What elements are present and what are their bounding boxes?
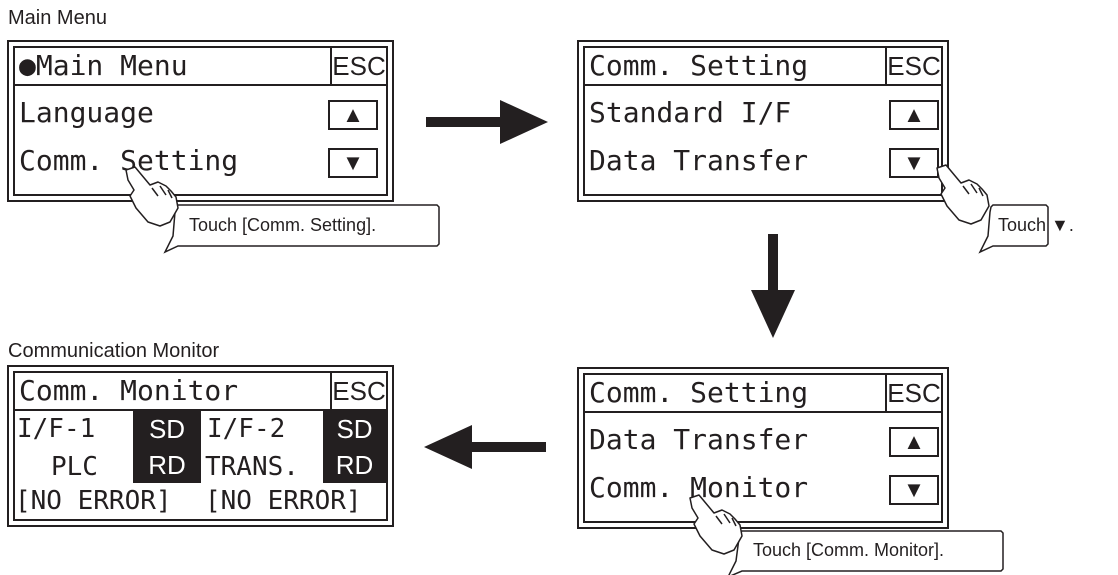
- scroll-down-button[interactable]: ▼: [889, 148, 939, 178]
- screen-title: Comm. Setting: [589, 49, 809, 82]
- screen-comm-setting-1-frame: Comm. Setting ESC Standard I/F Data Tran…: [583, 46, 943, 196]
- caption-main-menu: Main Menu: [8, 7, 107, 29]
- scroll-up-button[interactable]: ▲: [889, 100, 939, 130]
- caption-communication-monitor: Communication Monitor: [8, 340, 220, 362]
- pointing-hand-icon: [689, 494, 743, 555]
- esc-button[interactable]: ESC: [330, 48, 386, 86]
- title-bar: Comm. Setting ESC: [585, 375, 941, 413]
- screen-title: Comm. Monitor: [19, 374, 239, 407]
- if1-label: I/F-1: [17, 414, 96, 444]
- esc-button[interactable]: ESC: [330, 373, 386, 411]
- callout-balloon-2: [978, 204, 1049, 254]
- if2-sd-indicator: SD: [323, 411, 386, 447]
- pointing-hand-icon: [125, 166, 179, 227]
- scroll-down-button[interactable]: ▼: [889, 475, 939, 505]
- callout-text-comm-monitor: Touch [Comm. Monitor].: [753, 540, 945, 560]
- menu-item-language[interactable]: Language: [19, 96, 154, 129]
- title-bar: ●Main Menu ESC: [15, 48, 386, 86]
- if1-rd-indicator: RD: [133, 447, 201, 483]
- esc-button[interactable]: ESC: [885, 375, 941, 413]
- esc-button[interactable]: ESC: [885, 48, 941, 86]
- trans-label: TRANS.: [205, 452, 299, 482]
- pointing-hand-icon: [936, 164, 990, 225]
- if1-sd-indicator: SD: [133, 411, 201, 447]
- screen-title: Comm. Setting: [589, 376, 809, 409]
- title-bar: Comm. Monitor ESC: [15, 373, 386, 411]
- menu-item-standard-if[interactable]: Standard I/F: [589, 96, 792, 129]
- arrow-down: [751, 234, 795, 338]
- if2-rd-indicator: RD: [323, 447, 386, 483]
- scroll-up-button[interactable]: ▲: [328, 100, 378, 130]
- title-bar: Comm. Setting ESC: [585, 48, 941, 86]
- menu-item-data-transfer[interactable]: Data Transfer: [589, 144, 809, 177]
- screen-comm-monitor-frame: Comm. Monitor ESC I/F-1 SD I/F-2 SD PLC …: [13, 371, 388, 521]
- arrow-right: [426, 100, 548, 144]
- if2-label: I/F-2: [207, 414, 286, 444]
- arrow-left: [424, 425, 546, 469]
- scroll-down-button[interactable]: ▼: [328, 148, 378, 178]
- callout-text-comm-setting: Touch [Comm. Setting].: [189, 215, 377, 235]
- screen-title: ●Main Menu: [19, 49, 188, 82]
- screen-main-menu-frame: ●Main Menu ESC Language Comm. Setting ▲ …: [13, 46, 388, 196]
- screen-main-menu: ●Main Menu ESC Language Comm. Setting ▲ …: [7, 40, 394, 202]
- plc-label: PLC: [51, 452, 98, 482]
- screen-comm-monitor: Comm. Monitor ESC I/F-1 SD I/F-2 SD PLC …: [7, 365, 394, 527]
- if2-error-status: [NO ERROR]: [205, 486, 362, 516]
- menu-item-data-transfer[interactable]: Data Transfer: [589, 423, 809, 456]
- screen-comm-setting-1: Comm. Setting ESC Standard I/F Data Tran…: [577, 40, 949, 202]
- callout-text-touch-down: Touch ▼.: [998, 215, 1074, 235]
- scroll-up-button[interactable]: ▲: [889, 427, 939, 457]
- if1-error-status: [NO ERROR]: [15, 486, 172, 516]
